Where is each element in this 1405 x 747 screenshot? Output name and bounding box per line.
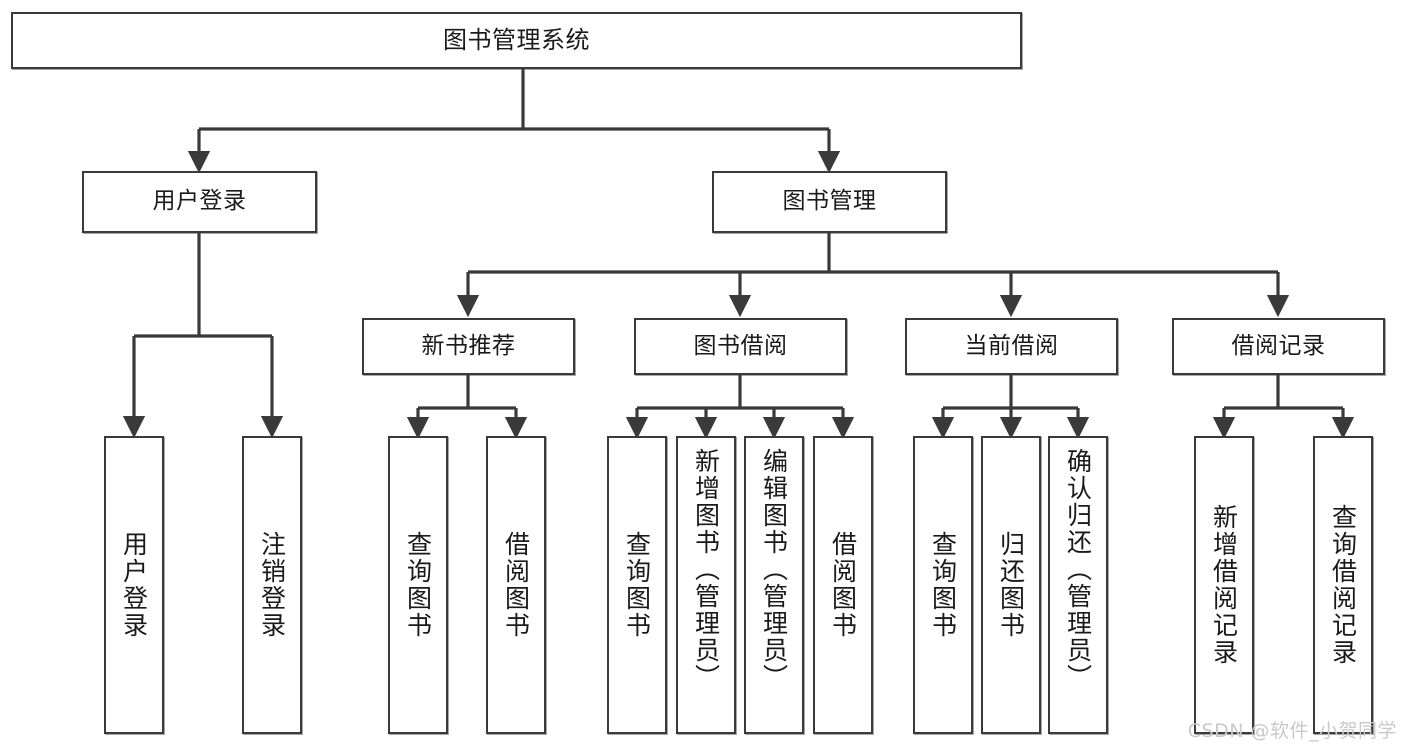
- node-leaf-logout[interactable]: 注销登录: [242, 436, 302, 734]
- node-new-book-rec-label: 新书推荐: [421, 332, 516, 359]
- node-leaf-return-book[interactable]: 归还图书: [981, 436, 1041, 734]
- node-leaf-query-book-1-label: 查询图书: [403, 531, 433, 639]
- node-leaf-query-book-3[interactable]: 查询图书: [913, 436, 973, 734]
- node-leaf-edit-book[interactable]: 编辑图书（管理员）: [744, 436, 804, 734]
- node-leaf-confirm-return-label: 确认归还（管理员）: [1063, 448, 1093, 691]
- node-borrow-record[interactable]: 借阅记录: [1172, 318, 1385, 375]
- node-leaf-add-record-label: 新增借阅记录: [1209, 504, 1239, 666]
- node-book-borrow[interactable]: 图书借阅: [634, 318, 847, 375]
- node-current-borrow-label: 当前借阅: [964, 332, 1059, 359]
- node-user-login[interactable]: 用户登录: [82, 171, 317, 233]
- node-leaf-return-book-label: 归还图书: [996, 531, 1026, 639]
- node-leaf-logout-label: 注销登录: [257, 531, 287, 639]
- node-leaf-confirm-return[interactable]: 确认归还（管理员）: [1048, 436, 1108, 734]
- node-root[interactable]: 图书管理系统: [11, 12, 1022, 69]
- node-book-manage[interactable]: 图书管理: [712, 171, 947, 233]
- node-leaf-edit-book-label: 编辑图书（管理员）: [759, 448, 789, 691]
- node-current-borrow[interactable]: 当前借阅: [905, 318, 1118, 375]
- watermark: CSDN @软件_小贺同学: [1187, 720, 1397, 742]
- node-user-login-label: 用户登录: [152, 188, 247, 215]
- node-leaf-borrow-book-1[interactable]: 借阅图书: [486, 436, 546, 734]
- node-leaf-query-book-1[interactable]: 查询图书: [388, 436, 448, 734]
- node-leaf-query-book-2-label: 查询图书: [622, 531, 652, 639]
- node-leaf-borrow-book-1-label: 借阅图书: [501, 531, 531, 639]
- node-leaf-query-book-2[interactable]: 查询图书: [607, 436, 667, 734]
- node-leaf-user-login[interactable]: 用户登录: [104, 436, 164, 734]
- node-book-borrow-label: 图书借阅: [693, 332, 788, 359]
- node-leaf-add-book-label: 新增图书（管理员）: [691, 448, 721, 691]
- node-leaf-add-record[interactable]: 新增借阅记录: [1194, 436, 1254, 734]
- node-leaf-borrow-book-2-label: 借阅图书: [828, 531, 858, 639]
- node-leaf-user-login-label: 用户登录: [119, 531, 149, 639]
- node-borrow-record-label: 借阅记录: [1231, 332, 1326, 359]
- node-new-book-rec[interactable]: 新书推荐: [362, 318, 575, 375]
- node-book-manage-label: 图书管理: [782, 188, 877, 215]
- node-root-label: 图书管理系统: [443, 26, 590, 55]
- node-leaf-query-record[interactable]: 查询借阅记录: [1313, 436, 1373, 734]
- node-leaf-query-book-3-label: 查询图书: [928, 531, 958, 639]
- node-leaf-query-record-label: 查询借阅记录: [1328, 504, 1358, 666]
- node-leaf-add-book[interactable]: 新增图书（管理员）: [676, 436, 736, 734]
- node-leaf-borrow-book-2[interactable]: 借阅图书: [813, 436, 873, 734]
